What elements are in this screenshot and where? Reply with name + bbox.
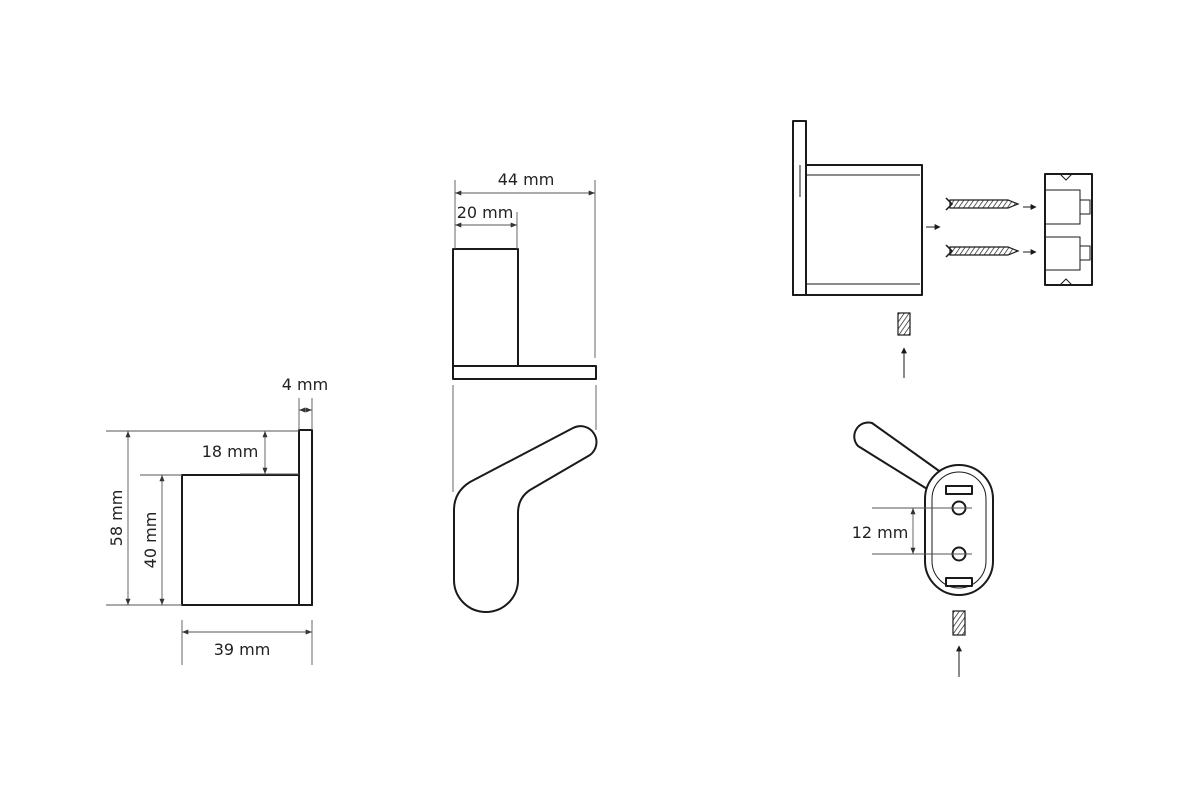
base-plate-outer — [924, 464, 994, 596]
label-total-depth: 44 mm — [498, 170, 555, 189]
label-body-depth: 20 mm — [457, 203, 514, 222]
slot-top — [945, 485, 973, 495]
install-side-view — [792, 120, 1093, 378]
hook-body-install — [792, 164, 923, 296]
base-plate-inner — [931, 471, 987, 589]
screw-icon — [945, 244, 1020, 258]
dim-total-depth: 44 mm — [454, 170, 596, 358]
wall-plate-top — [452, 365, 597, 380]
slot-bottom — [945, 577, 973, 587]
wall-plug-icon — [1044, 173, 1093, 286]
grub-screw-icon — [952, 610, 966, 636]
label-plate-thickness: 4 mm — [282, 375, 328, 394]
wall-plate-install — [792, 120, 807, 296]
hook-arm-install — [853, 421, 943, 493]
dim-body-height: 40 mm — [140, 474, 182, 605]
hook-arm-profile — [453, 425, 598, 613]
hook-body-top — [452, 248, 519, 367]
wall-plate-side — [298, 429, 313, 606]
label-body-height: 40 mm — [141, 512, 160, 569]
label-total-height: 58 mm — [107, 490, 126, 547]
dim-body-width: 39 mm — [181, 620, 313, 665]
label-offset-top: 18 mm — [202, 442, 259, 461]
dim-hole-spacing: 12 mm — [852, 507, 972, 555]
grub-screw-icon — [897, 312, 911, 336]
dim-plate-thickness: 4 mm — [282, 375, 328, 430]
side-view: 4 mm 18 mm 58 mm 40 mm 39 mm — [106, 375, 328, 665]
label-body-width: 39 mm — [214, 640, 271, 659]
dim-total-height: 58 mm — [106, 430, 299, 606]
label-hole-spacing: 12 mm — [852, 523, 909, 542]
top-view: 44 mm 20 mm — [452, 170, 597, 380]
install-front-view: 12 mm — [852, 421, 994, 677]
hook-body-side — [181, 474, 313, 606]
front-view — [452, 385, 598, 613]
screw-icon — [945, 197, 1020, 211]
dim-offset-top: 18 mm — [202, 430, 299, 475]
dim-body-depth: 20 mm — [455, 203, 518, 249]
